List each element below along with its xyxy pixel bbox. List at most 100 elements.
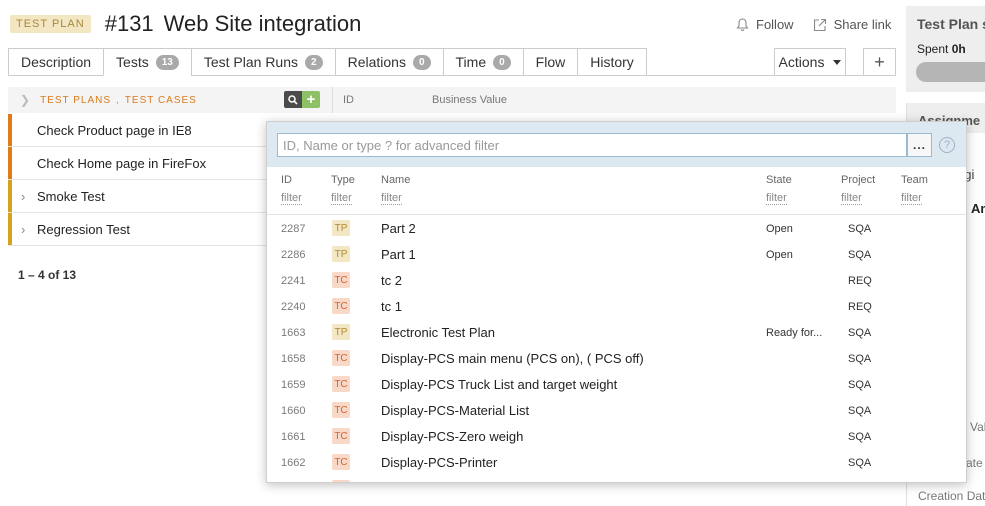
filter-team[interactable]: filter [901, 192, 922, 205]
test-plan-summary-panel: Test Plan s Spent 0h [906, 6, 985, 92]
tab-label: Description [21, 54, 92, 70]
column-divider [332, 87, 333, 113]
result-project: SQA [848, 405, 872, 417]
share-icon [813, 18, 826, 31]
follow-button[interactable]: Follow [736, 17, 794, 32]
entity-id: #131 [104, 11, 154, 36]
spent-label: Spent [917, 42, 949, 56]
plus-icon: + [306, 91, 316, 108]
result-project: REQ [848, 301, 872, 313]
more-options-button[interactable]: ... [907, 133, 932, 157]
filter-type[interactable]: filter [331, 192, 352, 205]
result-project: SQA [848, 379, 872, 391]
tab-flow[interactable]: Flow [522, 48, 578, 76]
pager: 1 – 4 of 13 [18, 268, 77, 282]
filter-state[interactable]: filter [766, 192, 787, 205]
result-name: Display-PCS-Material List [381, 403, 530, 418]
follow-label: Follow [756, 17, 794, 32]
list-item[interactable]: Check Product page in IE8 [8, 114, 266, 147]
tab-description[interactable]: Description [8, 48, 104, 76]
crumb-separator: , [116, 94, 120, 106]
result-id: 2286 [281, 249, 306, 261]
chevron-right-icon[interactable]: ❯ [20, 93, 31, 107]
tab-label: Tests [116, 54, 149, 70]
crumb-test-cases[interactable]: TEST CASES [124, 94, 197, 106]
list-item[interactable]: › Smoke Test [8, 180, 266, 213]
page-title[interactable]: Web Site integration [163, 11, 362, 36]
col-header-state[interactable]: State [766, 174, 792, 186]
col-header-name[interactable]: Name [381, 174, 411, 186]
result-name: Display-PCS-Zero weigh [381, 429, 524, 444]
type-color-bar [8, 180, 12, 212]
field-label-value: Val [970, 420, 985, 434]
column-business-value[interactable]: Business Value [432, 94, 508, 106]
type-badge: TC [332, 350, 350, 366]
column-id[interactable]: ID [343, 94, 354, 106]
result-project: SQA [848, 353, 872, 365]
entity-type-badge: TEST PLAN [10, 15, 91, 33]
result-name: Display-PCS Truck List and target weight [381, 377, 618, 392]
filter-id[interactable]: filter [281, 192, 302, 205]
add-item-button[interactable]: + [302, 91, 320, 108]
count-badge: 0 [412, 54, 431, 70]
result-name: Display-PCS-Printer [381, 455, 498, 470]
result-name: Part 2 [381, 221, 416, 236]
filter-input[interactable] [277, 133, 907, 157]
filter-name[interactable]: filter [381, 192, 402, 205]
tab-history[interactable]: History [577, 48, 647, 76]
column-headers: ID filter Type filter Name filter State … [267, 167, 966, 215]
col-header-team[interactable]: Team [901, 174, 928, 186]
chevron-right-icon[interactable]: › [21, 221, 26, 237]
result-id: 2240 [281, 301, 306, 313]
list-tools: + [284, 91, 320, 108]
crumb-test-plans[interactable]: TEST PLANS [40, 94, 112, 106]
result-id: 2287 [281, 223, 306, 235]
type-badge: TC [332, 428, 350, 444]
list-item-label: Smoke Test [37, 188, 105, 204]
result-id: 1663 [281, 327, 306, 339]
result-id: 1660 [281, 405, 306, 417]
add-button[interactable]: + [863, 48, 896, 76]
actions-dropdown[interactable]: Actions [774, 48, 846, 76]
result-id: 1661 [281, 431, 306, 443]
col-header-type[interactable]: Type [331, 174, 355, 186]
list-item[interactable]: Check Home page in FireFox [8, 147, 266, 180]
tab-label: Test Plan Runs [203, 54, 299, 70]
type-color-bar [8, 147, 12, 179]
type-badge: TP [332, 324, 350, 340]
bell-icon [736, 17, 749, 31]
search-button[interactable] [284, 91, 302, 108]
list-item[interactable]: › Regression Test [8, 213, 266, 246]
help-icon[interactable]: ? [939, 137, 955, 153]
spent-value: 0h [951, 42, 966, 56]
result-project: SQA [848, 223, 872, 235]
share-label: Share link [833, 17, 892, 32]
result-project: SQA [848, 431, 872, 443]
result-row[interactable]: 1661 TC Display-PCS-Zero weigh SQA [267, 424, 966, 450]
assignee-name[interactable]: Am [971, 201, 985, 216]
col-header-project[interactable]: Project [841, 174, 876, 186]
result-id: 1662 [281, 457, 306, 469]
filter-project[interactable]: filter [841, 192, 862, 205]
result-project: SQA [848, 327, 872, 339]
type-badge: TP [332, 246, 350, 262]
col-header-id[interactable]: ID [281, 174, 292, 186]
share-link-button[interactable]: Share link [813, 17, 892, 32]
chevron-right-icon[interactable]: › [21, 188, 26, 204]
page-header: TEST PLAN #131 Web Site integration [10, 10, 361, 38]
tab-label: Time [455, 54, 487, 70]
